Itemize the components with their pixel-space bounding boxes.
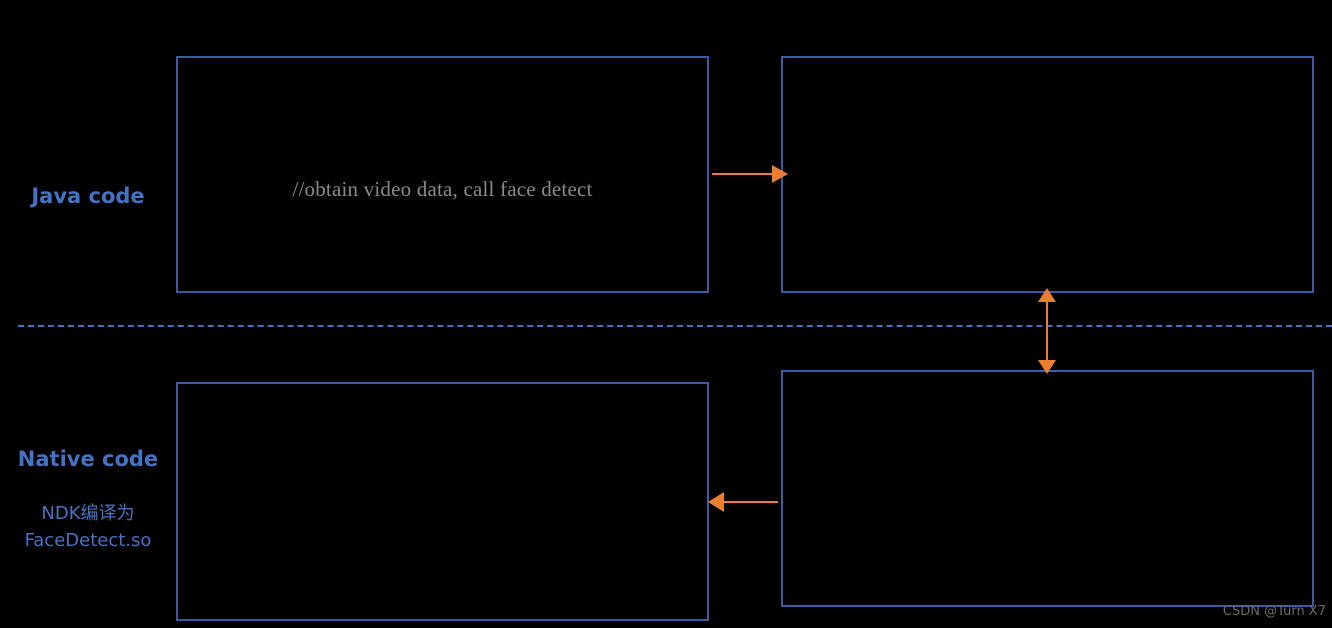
sublabel-line-1: NDK编译为 <box>41 503 135 524</box>
section-label-native: Native code <box>17 447 159 471</box>
section-label-java: Java code <box>31 184 145 208</box>
code-box-native-left[interactable] <box>176 382 709 621</box>
arrow-java-right-to-native-right <box>1038 288 1056 374</box>
arrow-native-right-to-left <box>708 492 778 512</box>
code-box-native-right[interactable] <box>781 370 1314 607</box>
arrow-java-left-to-right <box>712 165 788 183</box>
watermark: CSDN @Turn X7 <box>1222 604 1326 619</box>
code-comment-text: //obtain video data, call face detect <box>292 177 593 201</box>
section-sublabel-native: NDK编译为 FaceDetect.so <box>0 500 176 554</box>
sublabel-line-2: FaceDetect.so <box>24 530 152 551</box>
code-box-java-left[interactable]: //obtain video data, call face detect <box>176 56 709 293</box>
code-box-java-right[interactable] <box>781 56 1314 293</box>
layer-divider <box>18 325 1332 327</box>
